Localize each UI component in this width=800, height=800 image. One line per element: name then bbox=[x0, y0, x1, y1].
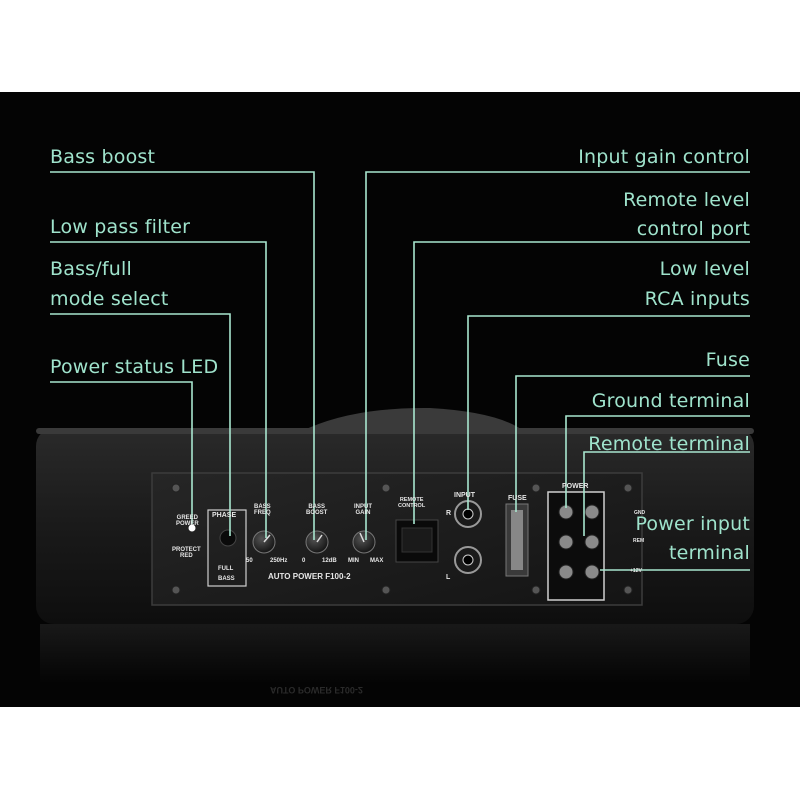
power-input-callout-2: terminal bbox=[669, 542, 750, 564]
product-photo: AUTO POWER F100-2 bbox=[0, 92, 800, 707]
screw bbox=[623, 585, 633, 595]
input-gain-text-2: GAIN bbox=[355, 510, 371, 516]
phase-switch-frame bbox=[207, 509, 247, 587]
power-panel-label: POWER bbox=[562, 483, 589, 490]
gain-max-label: MAX bbox=[370, 558, 384, 564]
remote-text-1: REMOTE bbox=[399, 497, 424, 503]
screw bbox=[171, 483, 181, 493]
green-power-text-1: GREED bbox=[176, 515, 198, 521]
gain-min-label: MIN bbox=[348, 558, 359, 564]
freq-max-label: 250Hz bbox=[270, 558, 288, 564]
ground-callout: Ground terminal bbox=[591, 390, 750, 412]
bass-freq-text-1: BASS bbox=[254, 504, 271, 510]
screw bbox=[171, 585, 181, 595]
svg-text:AUTO POWER F100-2: AUTO POWER F100-2 bbox=[270, 685, 363, 695]
remote-level-callout-2: control port bbox=[636, 218, 750, 240]
low-pass-callout: Low pass filter bbox=[50, 216, 191, 238]
power-led bbox=[188, 524, 196, 532]
boost-max-label: 12dB bbox=[322, 558, 337, 564]
bass-freq-text-2: FREQ bbox=[254, 510, 271, 516]
l-label: L bbox=[446, 574, 451, 581]
rca-callout-2: RCA inputs bbox=[644, 288, 750, 310]
model-label: AUTO POWER F100-2 bbox=[268, 572, 351, 581]
fuse-callout: Fuse bbox=[705, 349, 750, 371]
power-led-callout: Power status LED bbox=[50, 356, 219, 378]
remote-text-2: CONTROL bbox=[398, 503, 426, 509]
bass-label: BASS bbox=[218, 576, 235, 582]
input-gain-callout: Input gain control bbox=[578, 146, 750, 168]
screw bbox=[531, 585, 541, 595]
fuse-panel-label: FUSE bbox=[508, 495, 527, 502]
screw bbox=[531, 483, 541, 493]
amplifier-illustration: AUTO POWER F100-2 bbox=[36, 171, 754, 695]
rca-callout-1: Low level bbox=[659, 258, 750, 280]
boost-min-label: 0 bbox=[302, 558, 306, 564]
input-gain-text-1: INPUT bbox=[354, 504, 372, 510]
phase-label: PHASE bbox=[212, 512, 237, 519]
input-label: INPUT bbox=[454, 492, 475, 499]
remote-level-callout-1: Remote level bbox=[623, 189, 750, 211]
remote-terminal-callout: Remote terminal bbox=[588, 433, 750, 455]
green-power-text-2: POWER bbox=[176, 521, 199, 527]
rem-label: REM bbox=[633, 538, 645, 544]
screw bbox=[381, 585, 391, 595]
leader-lines bbox=[50, 171, 750, 571]
screw bbox=[381, 483, 391, 493]
power-input-callout-1: Power input bbox=[635, 513, 750, 535]
reflection bbox=[40, 624, 750, 684]
bass-full-callout-1: Bass/full bbox=[50, 258, 132, 280]
bass-boost-text-2: BOOST bbox=[306, 510, 328, 516]
protect-text-1: PROTECT bbox=[172, 547, 201, 553]
bass-full-callout-2: mode select bbox=[50, 288, 169, 310]
protect-text-2: RED bbox=[180, 553, 193, 559]
bass-boost-text-1: BASS bbox=[308, 504, 325, 510]
screw bbox=[623, 483, 633, 493]
freq-min-label: 50 bbox=[246, 558, 253, 564]
phase-switch bbox=[219, 529, 237, 547]
full-label: FULL bbox=[218, 566, 234, 572]
bass-boost-callout: Bass boost bbox=[50, 146, 156, 168]
r-label: R bbox=[446, 510, 452, 517]
gnd-label: GND bbox=[634, 510, 646, 516]
12v-label: +12V bbox=[630, 568, 642, 574]
